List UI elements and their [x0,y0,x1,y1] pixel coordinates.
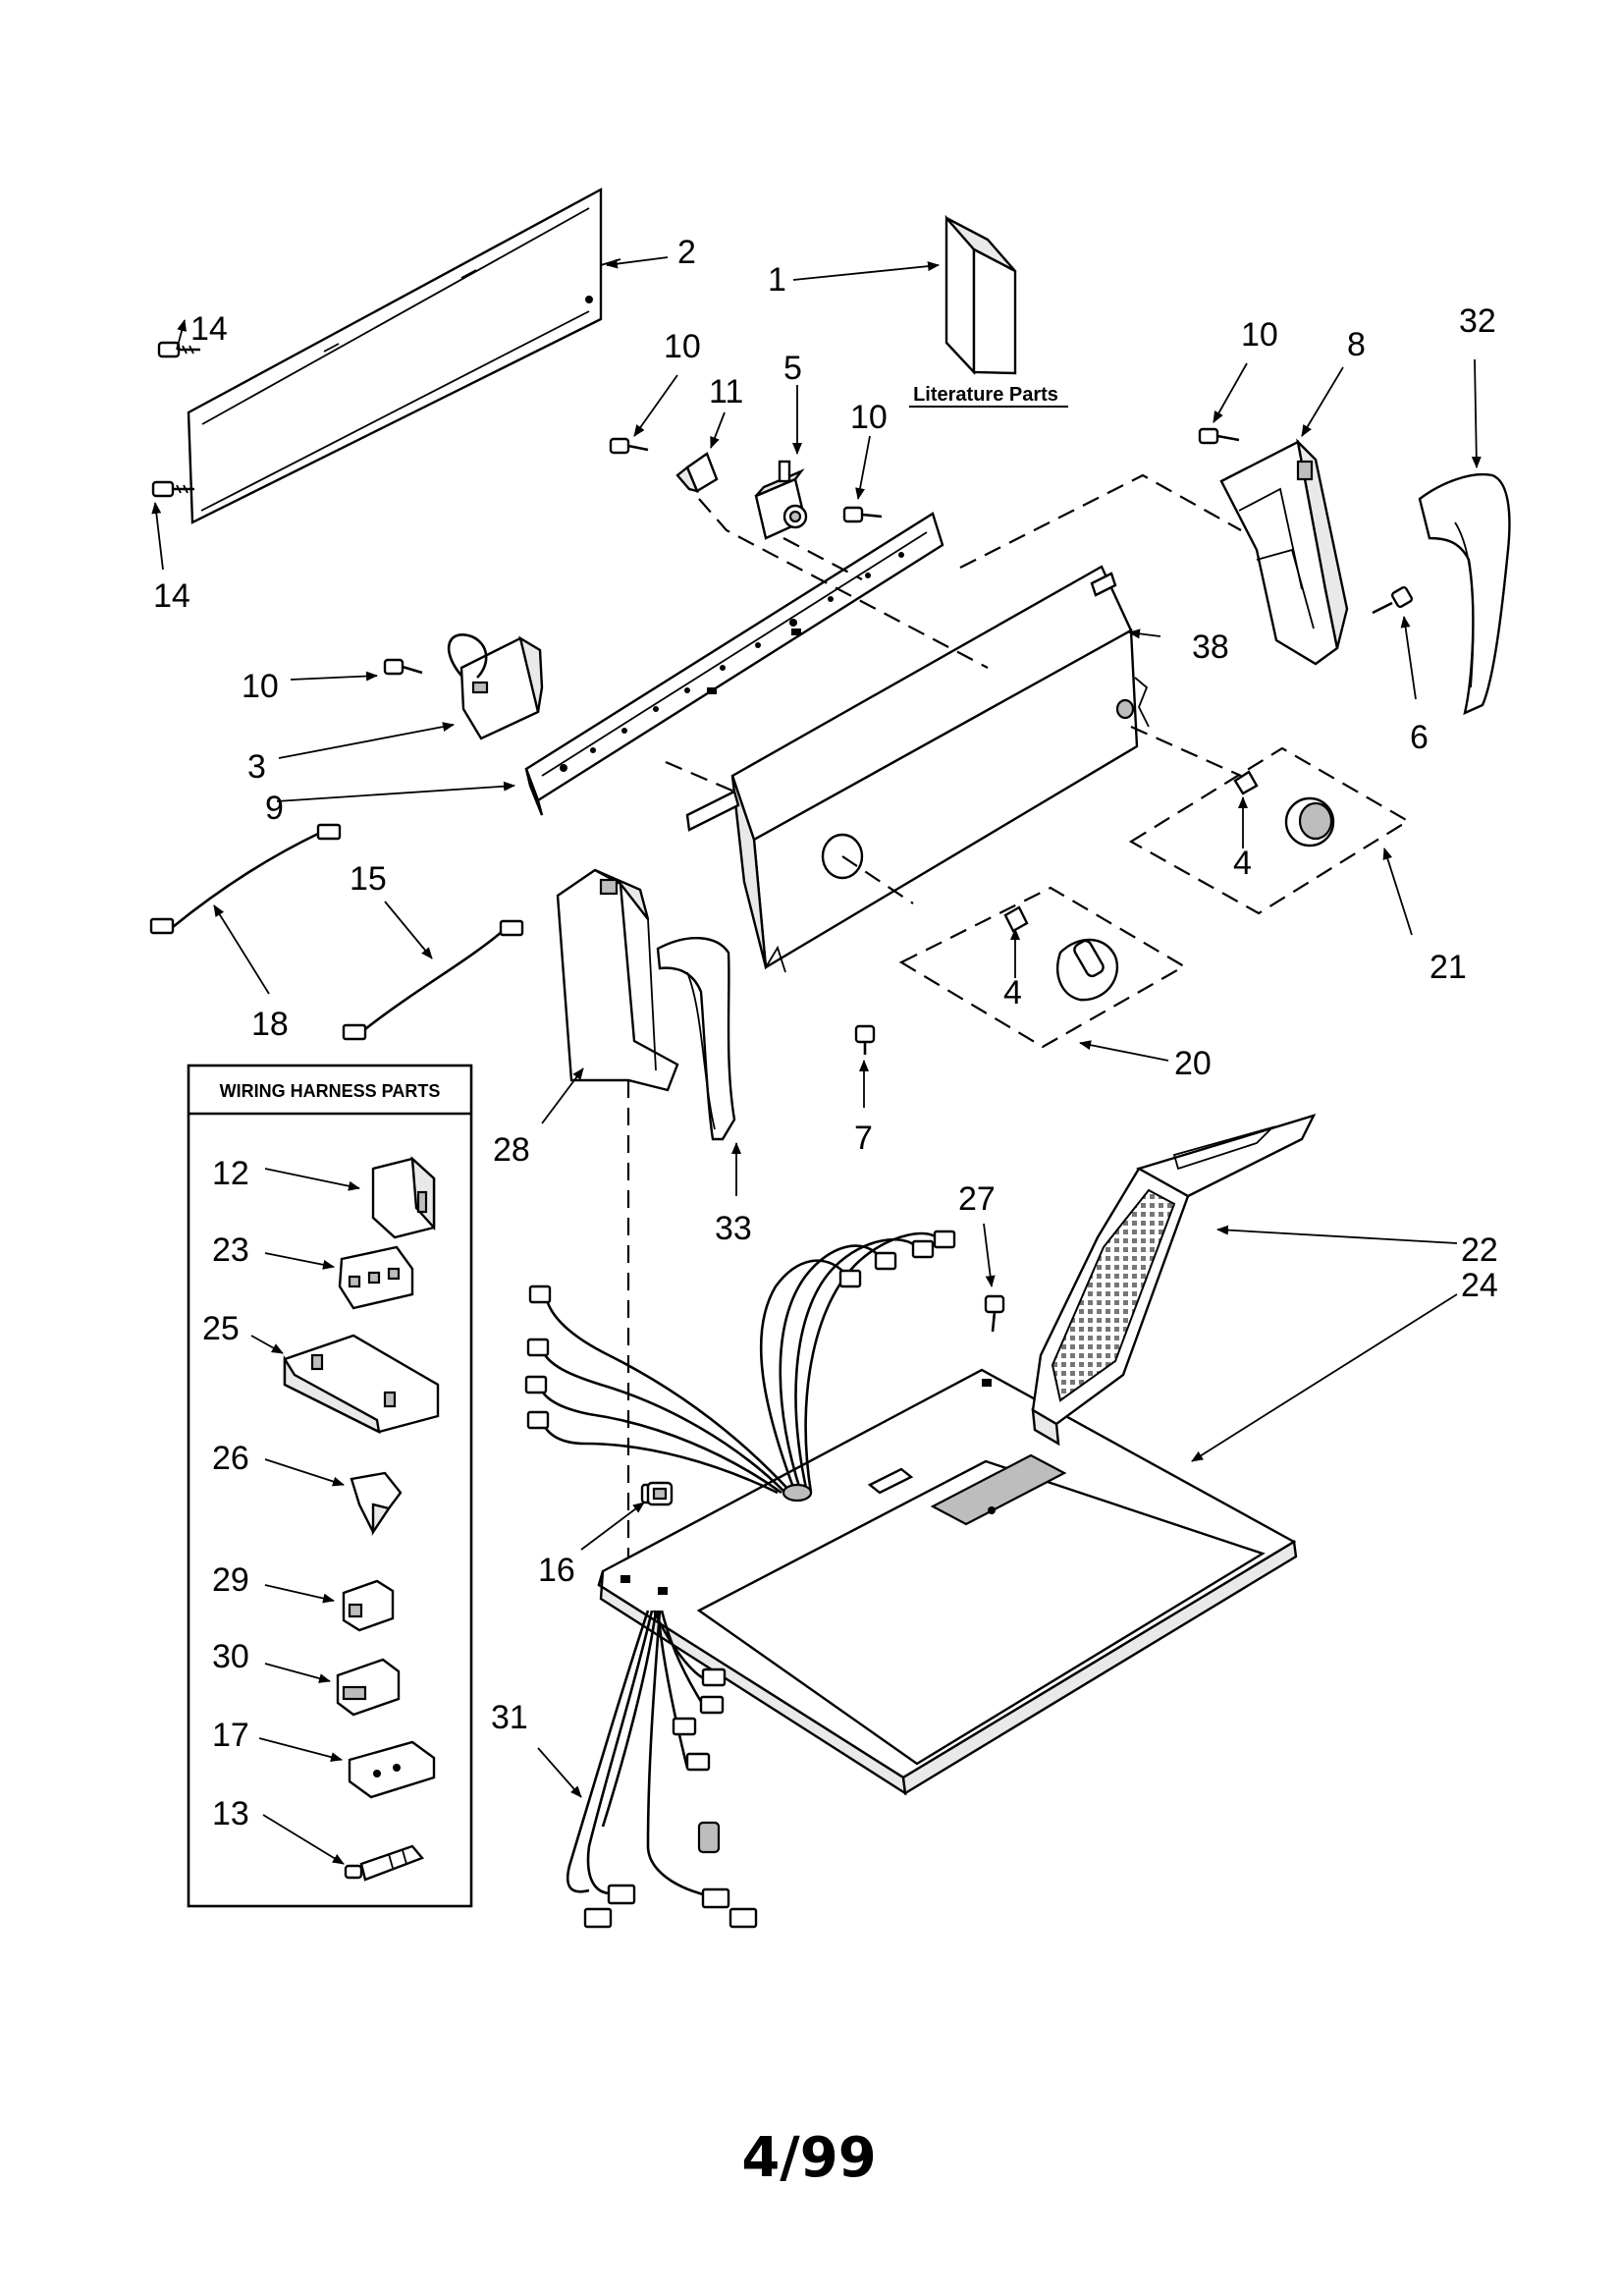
callout-9: 9 [265,790,284,827]
screw-27 [984,1294,1005,1333]
callout-10-right: 10 [1241,316,1278,354]
callout-8: 8 [1347,326,1366,363]
console-bracket [524,512,944,816]
callout-6: 6 [1410,719,1429,756]
callout-14-upper: 14 [190,310,228,348]
connector-23 [338,1245,414,1310]
cabinet-top [597,1368,1298,1796]
callout-4-left: 4 [1003,974,1022,1011]
callout-10-lower: 10 [242,668,279,705]
callout-32: 32 [1459,302,1496,340]
callout-30: 30 [212,1638,249,1675]
callout-24: 24 [1461,1267,1498,1304]
callout-25: 25 [202,1310,240,1347]
screw-10-upper-right [1198,427,1240,445]
callout-11: 11 [709,373,743,410]
screw-7 [854,1024,876,1055]
screw-14-lower [151,480,194,498]
wire-15 [342,919,524,1041]
right-end-cap [1219,438,1349,666]
callout-15: 15 [350,860,387,898]
wiring-harness-31 [566,1610,758,1929]
callout-numbers: 1 2 14 14 10 11 5 10 10 8 32 38 6 10 3 9… [153,234,1498,1832]
callout-23: 23 [212,1231,249,1269]
callout-38: 38 [1192,629,1229,666]
callout-2: 2 [677,234,696,271]
callout-33: 33 [715,1210,752,1247]
left-end-cap [556,868,679,1092]
callout-7: 7 [854,1120,873,1157]
terminal-13 [344,1844,424,1882]
callout-20: 20 [1174,1045,1212,1082]
callout-14-lower: 14 [153,577,190,615]
connector-29 [342,1579,395,1632]
wire-18 [149,823,342,935]
switch-assembly [447,633,544,740]
callout-10-center: 10 [850,399,888,436]
right-end-trim [1418,473,1511,716]
callout-17: 17 [212,1717,249,1754]
callout-16: 16 [538,1552,575,1589]
connector-30 [336,1658,401,1717]
screw-10-center [842,506,883,523]
callout-12: 12 [212,1155,249,1192]
knob-assembly-21 [1128,746,1411,915]
clip-part-11 [675,452,719,493]
callout-3: 3 [247,748,266,786]
literature-label-group: Literature Parts [909,384,1068,408]
page-number: 4/99 [741,2126,877,2190]
grommet-16 [646,1481,674,1506]
literature-booklet [944,214,1017,376]
upper-wire-bundle [524,1230,956,1503]
lint-screen [1031,1114,1317,1447]
callout-31: 31 [491,1699,528,1736]
wiring-harness-title: WIRING HARNESS PARTS [220,1081,441,1101]
left-end-trim [656,937,736,1141]
literature-label: Literature Parts [913,384,1058,406]
connector-17 [348,1740,436,1799]
callout-27: 27 [958,1180,996,1218]
connector-12 [371,1156,436,1239]
callout-18: 18 [251,1006,289,1043]
control-panel-housing [685,565,1150,973]
leader-lines [151,256,1482,1865]
callout-29: 29 [212,1561,249,1599]
callout-4-right: 4 [1233,845,1252,882]
callout-21: 21 [1429,949,1467,986]
terminal-26 [350,1471,403,1536]
screw-6 [1372,585,1414,615]
callout-28: 28 [493,1131,530,1169]
rear-panel [187,187,603,524]
callout-26: 26 [212,1440,249,1477]
knob-assembly-20 [898,886,1187,1049]
screw-10-lower-left [383,658,423,676]
connector-25 [283,1334,440,1435]
screw-10-left [609,437,649,455]
callout-22: 22 [1461,1231,1498,1269]
callout-13: 13 [212,1795,249,1832]
callout-5: 5 [783,350,802,387]
callout-1: 1 [768,261,786,299]
callout-10-left: 10 [664,328,701,365]
control-part-5 [754,460,808,540]
screw-14-upper [157,341,200,358]
